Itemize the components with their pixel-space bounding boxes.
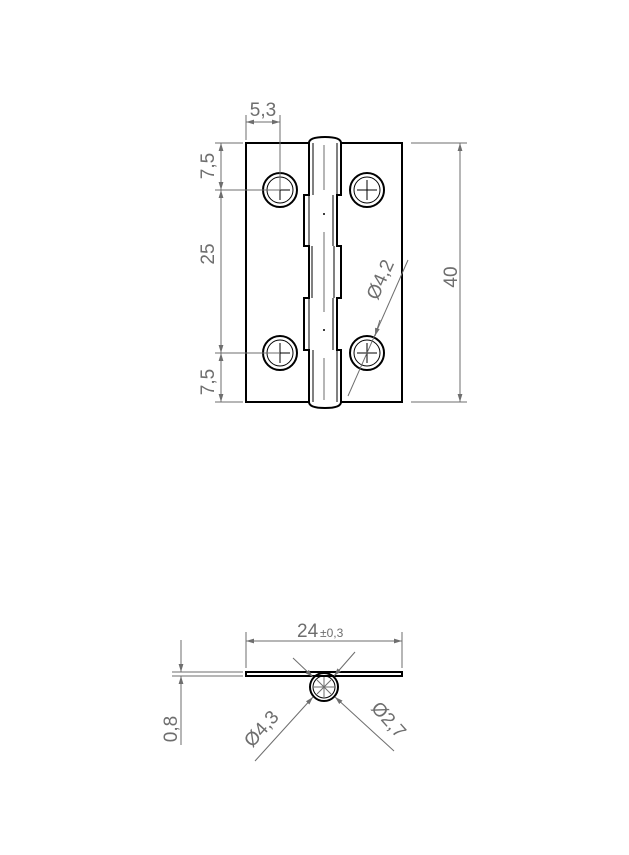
dim-hole-diameter: Ø4,2 <box>363 257 399 303</box>
dim-bottom-edge: 7,5 <box>198 369 219 395</box>
knuckle-profile <box>309 672 339 702</box>
dim-height: 40 <box>441 266 462 287</box>
dim-top-edge: 7,5 <box>198 153 219 179</box>
left-leaf <box>245 142 310 403</box>
dim-knuckle-outer: Ø4,3 <box>240 707 283 752</box>
front-view: 5,3 7,5 25 7,5 40 Ø4,2 <box>198 100 467 410</box>
screw-hole-top-right <box>349 172 385 208</box>
dim-pin: Ø2,7 <box>366 698 409 743</box>
dim-hole-spacing: 25 <box>198 243 219 264</box>
dim-hole-offset: 5,3 <box>250 100 276 121</box>
dim-width-tolerance: ±0,3 <box>320 626 344 640</box>
knuckle-top <box>308 135 342 144</box>
dim-thickness: 0,8 <box>161 716 182 742</box>
dim-width: 24 <box>297 621 319 642</box>
side-view: 24 ±0,3 0,8 Ø4,3 Ø2,7 <box>161 621 410 762</box>
knuckle-bottom <box>308 401 342 410</box>
